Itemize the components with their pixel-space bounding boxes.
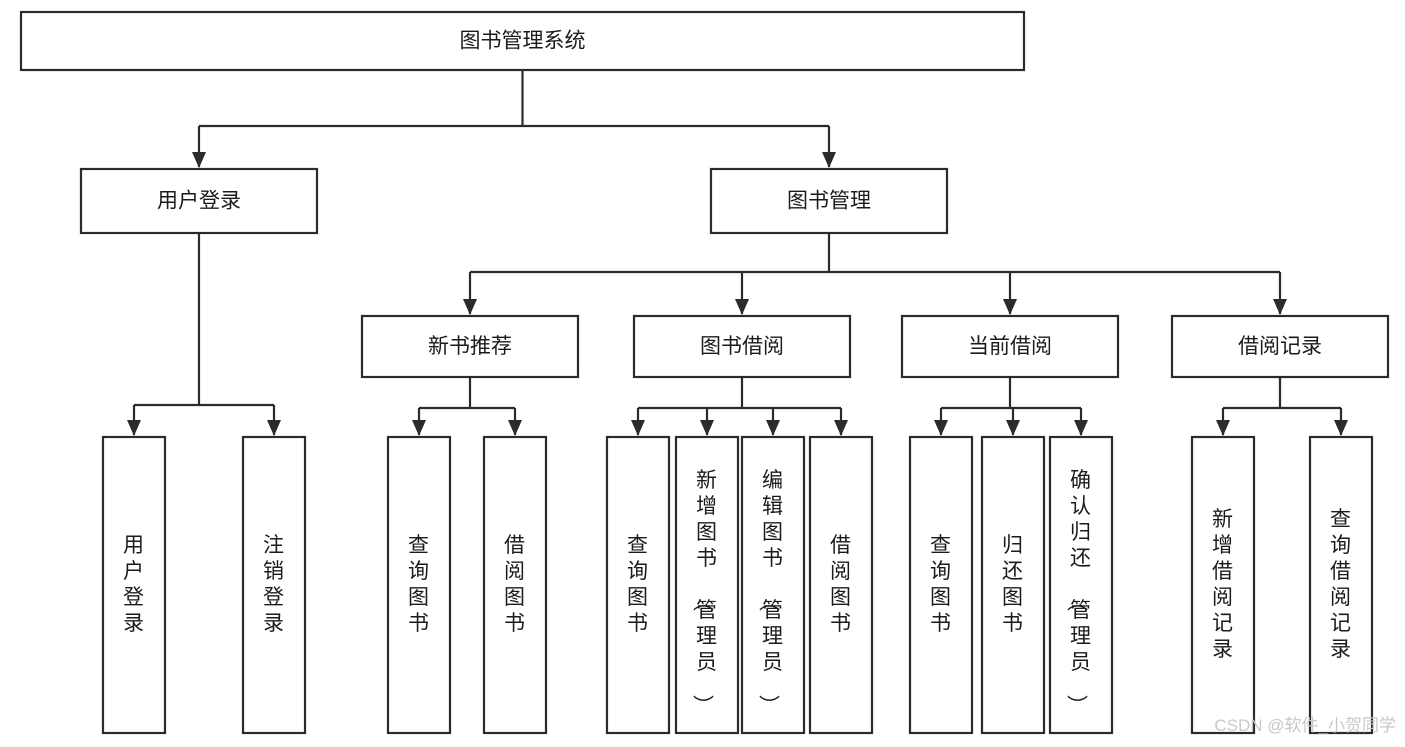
node-current-borrow-label: 当前借阅 bbox=[968, 335, 1052, 358]
leaf-leaf-query-book-current-box[interactable] bbox=[908, 435, 974, 735]
leaf-leaf-logout-box[interactable] bbox=[241, 435, 307, 735]
node-book-management[interactable]: 图书管理 bbox=[709, 167, 949, 235]
leaf-leaf-query-borrow-record-label: 查询借阅记录 bbox=[1330, 508, 1352, 661]
node-book-borrow-box[interactable] bbox=[632, 314, 852, 379]
leaf-leaf-return-book[interactable]: 归还图书 bbox=[980, 435, 1046, 735]
leaf-leaf-borrow-book-box[interactable] bbox=[808, 435, 874, 735]
node-current-borrow[interactable]: 当前借阅 bbox=[900, 314, 1120, 379]
edge-book-management-arrowhead-1 bbox=[735, 299, 749, 315]
node-layer: 图书管理系统用户登录图书管理新书推荐图书借阅当前借阅借阅记录用户登录注销登录查询… bbox=[19, 10, 1390, 735]
connector-layer bbox=[127, 70, 1348, 436]
edge-book-management-arrowhead-3 bbox=[1273, 299, 1287, 315]
leaf-leaf-query-book-borrow-box[interactable] bbox=[605, 435, 671, 735]
node-root-box[interactable] bbox=[19, 10, 1026, 72]
node-book-borrow[interactable]: 图书借阅 bbox=[632, 314, 852, 379]
leaf-leaf-confirm-return-label: 确认归还（管理员） bbox=[1065, 469, 1092, 717]
leaf-leaf-add-book[interactable]: 新增图书（管理员） bbox=[674, 435, 740, 735]
edge-borrow-record-arrowhead-1 bbox=[1334, 420, 1348, 436]
leaf-leaf-query-borrow-record[interactable]: 查询借阅记录 bbox=[1308, 435, 1374, 735]
leaf-leaf-return-book-label: 归还图书 bbox=[1002, 534, 1024, 635]
leaf-leaf-borrow-book-label: 借阅图书 bbox=[830, 534, 852, 635]
leaf-leaf-add-borrow-record-label: 新增借阅记录 bbox=[1212, 508, 1234, 661]
node-user-login-label: 用户登录 bbox=[157, 190, 241, 213]
leaf-leaf-borrow-book-recommend[interactable]: 借阅图书 bbox=[482, 435, 548, 735]
leaf-leaf-add-borrow-record-box[interactable] bbox=[1190, 435, 1256, 735]
leaf-leaf-edit-book-box[interactable] bbox=[740, 435, 806, 735]
edge-user-login-arrowhead-0 bbox=[127, 420, 141, 436]
node-new-book-recommend-label: 新书推荐 bbox=[428, 335, 512, 358]
edge-current-borrow-arrowhead-0 bbox=[934, 420, 948, 436]
leaf-leaf-query-book-recommend-box[interactable] bbox=[386, 435, 452, 735]
edge-borrow-record-arrowhead-0 bbox=[1216, 420, 1230, 436]
leaf-leaf-borrow-book-recommend-label: 借阅图书 bbox=[504, 534, 526, 635]
leaf-leaf-logout-label: 注销登录 bbox=[263, 534, 285, 635]
edge-current-borrow-arrowhead-2 bbox=[1074, 420, 1088, 436]
node-current-borrow-box[interactable] bbox=[900, 314, 1120, 379]
edge-root-arrowhead-1 bbox=[822, 152, 836, 168]
edge-book-borrow-arrowhead-2 bbox=[766, 420, 780, 436]
leaf-leaf-user-login[interactable]: 用户登录 bbox=[101, 435, 167, 735]
edge-user-login-arrowhead-1 bbox=[267, 420, 281, 436]
leaf-leaf-query-borrow-record-box[interactable] bbox=[1308, 435, 1374, 735]
leaf-leaf-confirm-return[interactable]: 确认归还（管理员） bbox=[1048, 435, 1114, 735]
edge-book-management-arrowhead-2 bbox=[1003, 299, 1017, 315]
node-user-login[interactable]: 用户登录 bbox=[79, 167, 319, 235]
node-book-borrow-label: 图书借阅 bbox=[700, 335, 784, 358]
edge-book-borrow-arrowhead-3 bbox=[834, 420, 848, 436]
node-borrow-record-label: 借阅记录 bbox=[1238, 335, 1322, 358]
edge-book-borrow-arrowhead-1 bbox=[700, 420, 714, 436]
edge-book-borrow-arrowhead-0 bbox=[631, 420, 645, 436]
leaf-leaf-return-book-box[interactable] bbox=[980, 435, 1046, 735]
csdn-watermark: CSDN @软件_小贺同学 bbox=[1214, 716, 1396, 735]
leaf-leaf-user-login-label: 用户登录 bbox=[123, 534, 145, 635]
leaf-leaf-query-book-current-label: 查询图书 bbox=[930, 534, 952, 635]
edge-new-book-recommend-arrowhead-0 bbox=[412, 420, 426, 436]
leaf-leaf-add-borrow-record[interactable]: 新增借阅记录 bbox=[1190, 435, 1256, 735]
leaf-leaf-edit-book-label: 编辑图书（管理员） bbox=[757, 469, 784, 717]
leaf-leaf-borrow-book-recommend-box[interactable] bbox=[482, 435, 548, 735]
node-root[interactable]: 图书管理系统 bbox=[19, 10, 1026, 72]
leaf-leaf-query-book-recommend[interactable]: 查询图书 bbox=[386, 435, 452, 735]
edge-root-arrowhead-0 bbox=[192, 152, 206, 168]
leaf-leaf-edit-book[interactable]: 编辑图书（管理员） bbox=[740, 435, 806, 735]
leaf-leaf-user-login-box[interactable] bbox=[101, 435, 167, 735]
node-borrow-record[interactable]: 借阅记录 bbox=[1170, 314, 1390, 379]
node-borrow-record-box[interactable] bbox=[1170, 314, 1390, 379]
leaf-leaf-borrow-book[interactable]: 借阅图书 bbox=[808, 435, 874, 735]
edge-new-book-recommend-arrowhead-1 bbox=[508, 420, 522, 436]
node-user-login-box[interactable] bbox=[79, 167, 319, 235]
edge-current-borrow-arrowhead-1 bbox=[1006, 420, 1020, 436]
edge-book-management-arrowhead-0 bbox=[463, 299, 477, 315]
leaf-leaf-query-book-borrow[interactable]: 查询图书 bbox=[605, 435, 671, 735]
leaf-leaf-query-book-recommend-label: 查询图书 bbox=[408, 534, 430, 635]
leaf-leaf-add-book-label: 新增图书（管理员） bbox=[691, 469, 718, 717]
node-root-label: 图书管理系统 bbox=[460, 30, 586, 53]
leaf-leaf-query-book-current[interactable]: 查询图书 bbox=[908, 435, 974, 735]
node-book-management-label: 图书管理 bbox=[787, 190, 871, 213]
node-new-book-recommend[interactable]: 新书推荐 bbox=[360, 314, 580, 379]
node-new-book-recommend-box[interactable] bbox=[360, 314, 580, 379]
leaf-leaf-add-book-box[interactable] bbox=[674, 435, 740, 735]
leaf-leaf-confirm-return-box[interactable] bbox=[1048, 435, 1114, 735]
node-book-management-box[interactable] bbox=[709, 167, 949, 235]
leaf-leaf-logout[interactable]: 注销登录 bbox=[241, 435, 307, 735]
leaf-leaf-query-book-borrow-label: 查询图书 bbox=[627, 534, 649, 635]
